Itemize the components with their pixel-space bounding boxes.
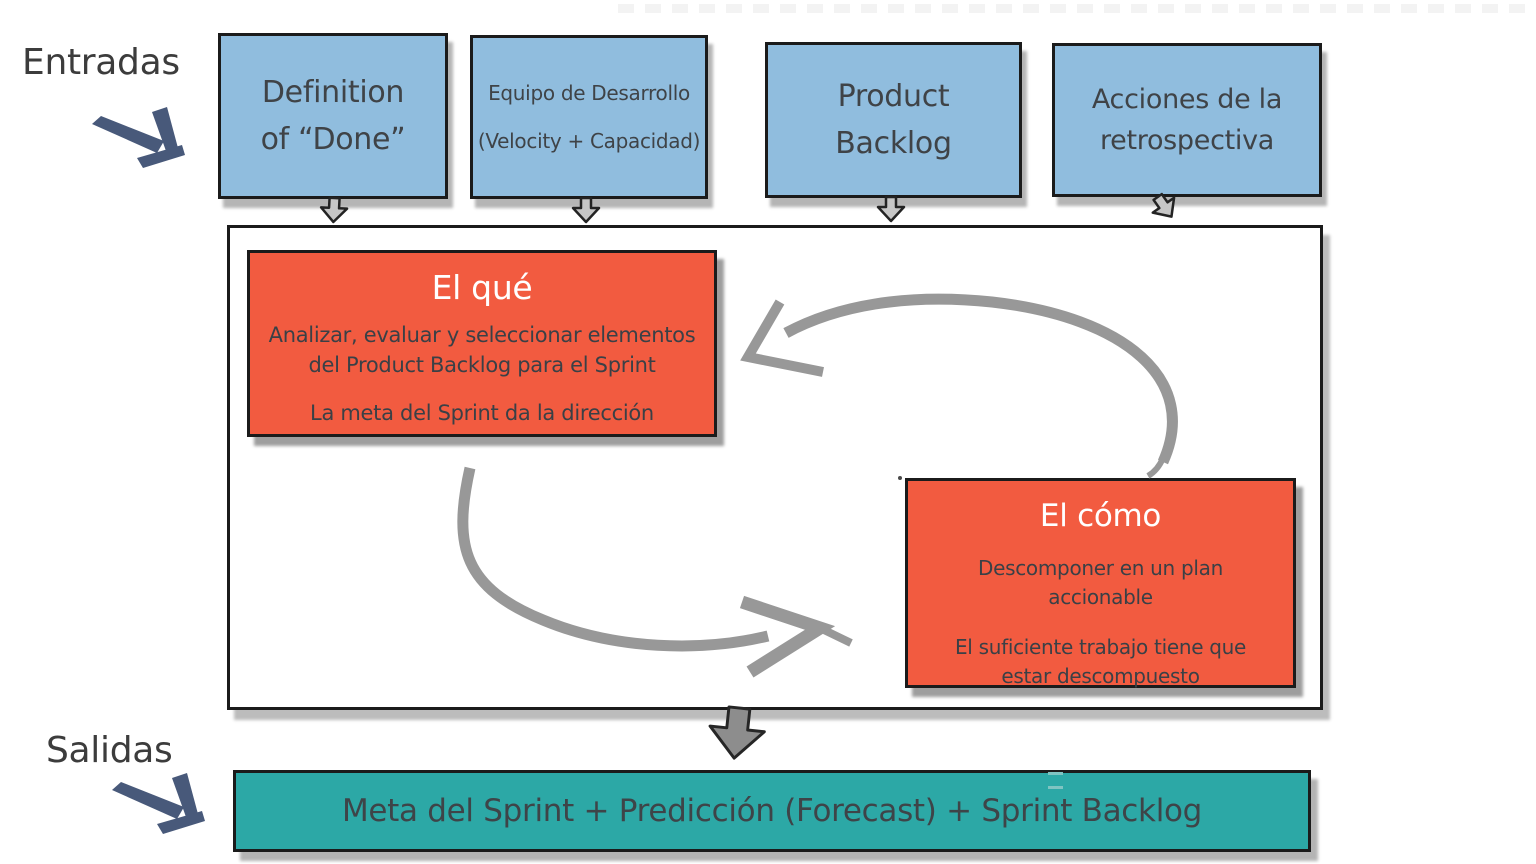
input-box-line: Product <box>837 79 950 114</box>
input-box-product-backlog: Product Backlog <box>765 42 1022 198</box>
what-box: El qué Analizar, evaluar y seleccionar e… <box>247 250 717 437</box>
input-box-line: Backlog <box>835 126 952 161</box>
input-box-line: retrospectiva <box>1099 125 1275 156</box>
input-box-line: Acciones de la <box>1091 84 1283 115</box>
input-box-definition-of-done: Definition of “Done” <box>218 33 448 199</box>
how-box: El cómo Descomponer en un plan accionabl… <box>905 478 1296 688</box>
output-bar: Meta del Sprint + Predicción (Forecast) … <box>233 770 1311 852</box>
input-box-development-team: Equipo de Desarrollo (Velocity + Capacid… <box>470 35 708 199</box>
background-artifact-streak <box>618 4 1536 13</box>
how-box-title: El cómo <box>1039 498 1162 534</box>
how-box-body: El suficiente trabajo tiene que estar de… <box>954 635 1247 688</box>
inputs-arrow-icon <box>92 107 185 168</box>
outputs-label: Salidas <box>46 730 173 771</box>
input-box-retrospective-actions: Acciones de la retrospectiva <box>1052 43 1322 197</box>
equals-mark-artifact <box>1048 772 1063 789</box>
ink-dot-artifact <box>898 476 902 480</box>
how-box-body: Descomponer en un plan accionable <box>978 556 1223 609</box>
outputs-arrow-icon <box>112 773 205 834</box>
input-box-line: (Velocity + Capacidad) <box>477 129 701 153</box>
output-bar-text: Meta del Sprint + Predicción (Forecast) … <box>341 793 1203 829</box>
what-box-body: Analizar, evaluar y seleccionar elemento… <box>268 323 696 378</box>
big-down-arrow-icon <box>705 703 769 763</box>
input-box-line: Equipo de Desarrollo <box>488 81 690 105</box>
input-box-line: Definition <box>261 75 405 110</box>
what-box-body: La meta del Sprint da la dirección <box>310 400 654 425</box>
what-box-title: El qué <box>431 268 533 307</box>
input-box-line: of “Done” <box>260 122 406 157</box>
inputs-label: Entradas <box>22 42 180 83</box>
